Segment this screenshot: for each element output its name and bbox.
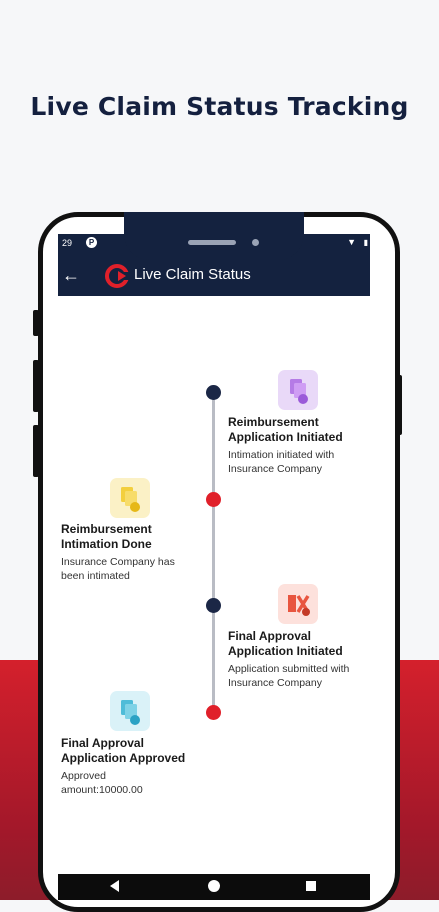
step-description: Insurance Company has been intimated bbox=[61, 556, 175, 582]
nav-home-icon[interactable] bbox=[208, 880, 220, 892]
phone-screen: 29 P ▼ ▮ ← Live Claim Status Reimburseme… bbox=[58, 234, 370, 900]
status-p-icon: P bbox=[86, 237, 97, 248]
notch-speaker bbox=[188, 240, 236, 245]
timeline-node-4 bbox=[206, 705, 221, 720]
timeline-step-3: Final Approval Application Initiated App… bbox=[228, 629, 368, 690]
app-title: Live Claim Status bbox=[134, 266, 251, 283]
status-time: 29 bbox=[62, 238, 73, 248]
nav-recent-apps-icon[interactable] bbox=[306, 881, 316, 891]
documents-icon bbox=[110, 478, 150, 518]
step-title: Reimbursement Intimation Done bbox=[61, 522, 152, 551]
step-title: Final Approval Application Initiated bbox=[228, 629, 343, 658]
app-logo bbox=[105, 264, 130, 288]
app-bar: ← Live Claim Status bbox=[58, 256, 370, 296]
phone-notch bbox=[124, 212, 304, 260]
timeline-node-3 bbox=[206, 598, 221, 613]
headline: Live Claim Status Tracking bbox=[30, 92, 409, 121]
android-nav-bar bbox=[58, 874, 370, 900]
timeline-node-1 bbox=[206, 385, 221, 400]
step-description: Approved amount:10000.00 bbox=[61, 770, 143, 796]
step-description: Application submitted with Insurance Com… bbox=[228, 663, 350, 689]
phone-side-button-left-3 bbox=[33, 425, 39, 477]
phone-side-button-left-1 bbox=[33, 310, 39, 336]
wifi-icon: ▼ bbox=[347, 237, 356, 247]
step-title: Reimbursement Application Initiated bbox=[228, 415, 343, 444]
timeline-line bbox=[212, 392, 215, 712]
timeline-node-2 bbox=[206, 492, 221, 507]
approval-form-icon bbox=[278, 584, 318, 624]
step-description: Intimation initiated with Insurance Comp… bbox=[228, 449, 335, 475]
step-title: Final Approval Application Approved bbox=[61, 736, 186, 765]
documents-icon bbox=[278, 370, 318, 410]
timeline-step-4: Final Approval Application Approved Appr… bbox=[61, 736, 201, 797]
phone-side-button-left-2 bbox=[33, 360, 39, 412]
documents-icon bbox=[110, 691, 150, 731]
nav-back-icon[interactable] bbox=[110, 880, 119, 892]
battery-icon: ▮ bbox=[363, 238, 368, 247]
timeline-step-2: Reimbursement Intimation Done Insurance … bbox=[61, 522, 201, 583]
notch-camera bbox=[252, 239, 259, 246]
back-arrow-icon[interactable]: ← bbox=[62, 265, 80, 285]
timeline-step-1: Reimbursement Application Initiated Inti… bbox=[228, 415, 368, 476]
